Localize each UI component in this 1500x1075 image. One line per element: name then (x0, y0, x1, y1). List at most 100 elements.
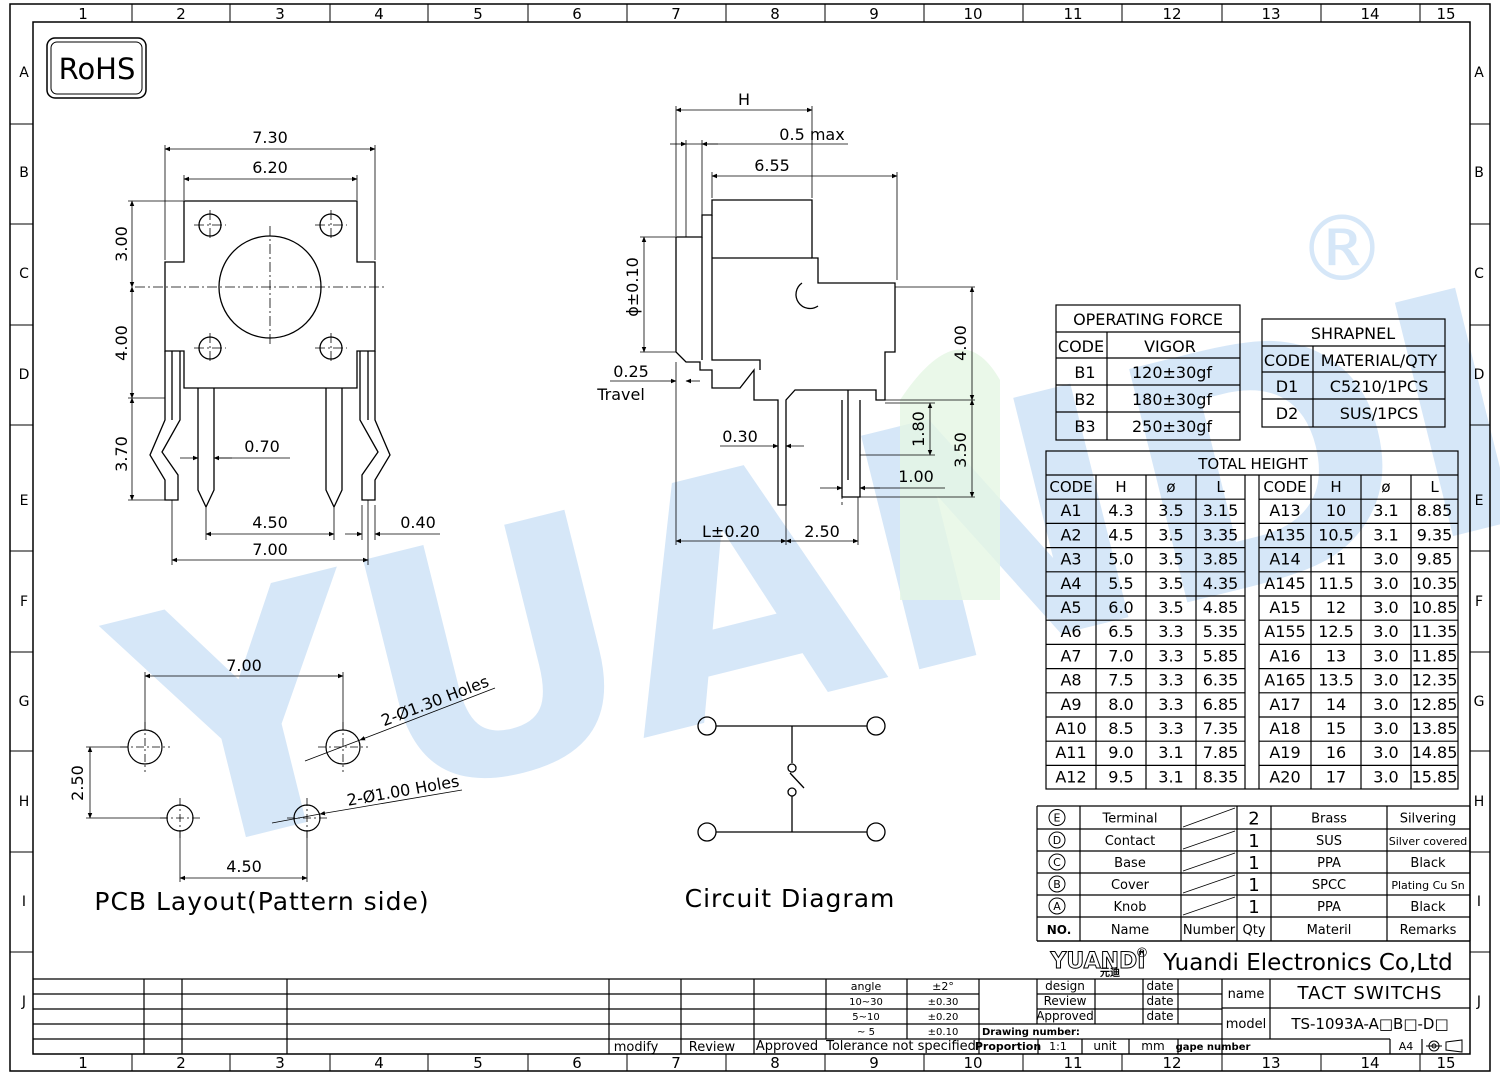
th-cell: 4.35 (1203, 574, 1239, 593)
diagonal-rule (1182, 852, 1236, 872)
circuit-diagram-title: Circuit Diagram (685, 884, 896, 913)
bom-header-remarks: Remarks (1400, 923, 1457, 938)
frame-column-label: 13 (1261, 5, 1280, 23)
part-letter-circle (1048, 809, 1066, 826)
frame-column-label: 6 (572, 5, 582, 23)
tol-label: 10~30 (849, 997, 883, 1008)
frame-column-label: 8 (770, 5, 780, 23)
th-cell: A1 (1060, 501, 1081, 520)
th-cell: A7 (1060, 646, 1081, 665)
frame-column-label: 7 (671, 1054, 681, 1072)
bom-no: A (1053, 900, 1061, 913)
th-cell: 3.0 (1373, 574, 1398, 593)
dim-0-40: 0.40 (400, 513, 436, 532)
rohs-badge: RoHS (46, 37, 147, 99)
logo-text: YUANDI (1049, 949, 1145, 974)
bom-name: Knob (1114, 900, 1147, 915)
frame-row-label: F (20, 594, 28, 610)
bom-name: Contact (1105, 834, 1156, 849)
bom-qty: 1 (1248, 897, 1259, 918)
th-header-cell: H (1330, 478, 1341, 496)
frame-row-label: B (1474, 165, 1484, 181)
th-cell: 8.85 (1417, 501, 1453, 520)
frame-row-label: D (1474, 367, 1485, 383)
th-header-cell: L (1430, 478, 1439, 496)
dim-3-50: 3.50 (951, 432, 970, 468)
th-cell: 12.85 (1412, 695, 1458, 714)
frame-column-label: 11 (1063, 5, 1082, 23)
frame-row-label: E (1475, 493, 1484, 509)
th-cell: 12.35 (1412, 671, 1458, 690)
dim-7-30: 7.30 (252, 128, 288, 147)
side-view-dimensions (610, 106, 975, 545)
circuit-diagram (697, 716, 886, 842)
of-code: B3 (1074, 417, 1095, 436)
th-cell: 3.85 (1203, 550, 1239, 569)
th-cell: 6.0 (1108, 598, 1133, 617)
frame-row-label: F (1475, 594, 1483, 610)
operating-force-table: OPERATING FORCE CODE VIGOR B1 120±30gf B… (1055, 304, 1241, 441)
th-cell: 3.15 (1203, 501, 1239, 520)
dim-4-00: 4.00 (112, 325, 131, 361)
bom-material: PPA (1317, 900, 1341, 915)
tol-value: ±0.10 (928, 1027, 959, 1038)
frame-row-label: I (1477, 894, 1481, 910)
th-cell: 10.85 (1412, 598, 1458, 617)
th-cell: A4 (1060, 574, 1081, 593)
th-cell: 13.5 (1318, 671, 1354, 690)
bom-qty: 2 (1248, 809, 1259, 830)
of-code: B2 (1074, 390, 1095, 409)
watermark-accent (900, 349, 1000, 600)
sheet-size: A4 (1399, 1040, 1414, 1053)
th-cell: 12 (1326, 598, 1346, 617)
th-cell: A155 (1264, 622, 1305, 641)
th-cell: 14 (1326, 695, 1346, 714)
outer-border (9, 3, 1491, 1072)
bom-material: SPCC (1312, 878, 1346, 893)
front-view (128, 145, 440, 565)
bom-remarks: Plating Cu Sn (1391, 879, 1464, 892)
dim-3-00: 3.00 (112, 226, 131, 262)
th-header-cell: CODE (1049, 478, 1092, 496)
rohs-label: RoHS (59, 52, 136, 86)
bom-remarks: Silvering (1400, 812, 1457, 827)
of-vigor: 250±30gf (1132, 417, 1212, 436)
th-cell: A2 (1060, 525, 1081, 544)
frame-column-label: 10 (963, 1054, 982, 1072)
gape-number-label: gape number (1176, 1042, 1251, 1053)
th-cell: 4.3 (1108, 501, 1133, 520)
th-cell: 3.1 (1158, 743, 1183, 762)
frame-row-label: G (1474, 694, 1485, 710)
th-cell: 3.3 (1158, 646, 1183, 665)
frame-column-label: 9 (869, 5, 879, 23)
shrapnel-table: SHRAPNEL CODE MATERIAL/QTY D1 C5210/1PCS… (1261, 318, 1446, 428)
of-header-vigor: VIGOR (1144, 337, 1196, 356)
th-cell: 3.3 (1158, 622, 1183, 641)
tol-label: 5~10 (852, 1012, 879, 1023)
bom-material: SUS (1316, 834, 1342, 849)
th-cell: A18 (1269, 719, 1300, 738)
frame-row-label: I (22, 894, 26, 910)
company-name: Yuandi Electronics Co,Ltd (1162, 950, 1453, 976)
frame-column-label: 2 (176, 5, 186, 23)
th-cell: 9.35 (1417, 525, 1453, 544)
th-cell: 8.0 (1108, 695, 1133, 714)
frame-column-labels: 1122334455667788991010111112121313141415… (78, 4, 1456, 1072)
date-label: date (1146, 994, 1173, 1008)
th-cell: 6.85 (1203, 695, 1239, 714)
th-cell: 8.5 (1108, 719, 1133, 738)
th-cell: 15 (1326, 719, 1346, 738)
th-cell: 6.35 (1203, 671, 1239, 690)
bom-header-qty: Qty (1242, 923, 1265, 938)
dim-7-00: 7.00 (252, 540, 288, 559)
th-cell: 3.5 (1158, 574, 1183, 593)
date-label: date (1146, 979, 1173, 993)
th-header-cell: ø (1166, 478, 1175, 496)
frame-column-label: 7 (671, 5, 681, 23)
tol-value: ±2° (932, 980, 954, 993)
pcb-layout (86, 672, 496, 882)
th-cell: A145 (1264, 574, 1305, 593)
th-cell: 3.0 (1373, 550, 1398, 569)
